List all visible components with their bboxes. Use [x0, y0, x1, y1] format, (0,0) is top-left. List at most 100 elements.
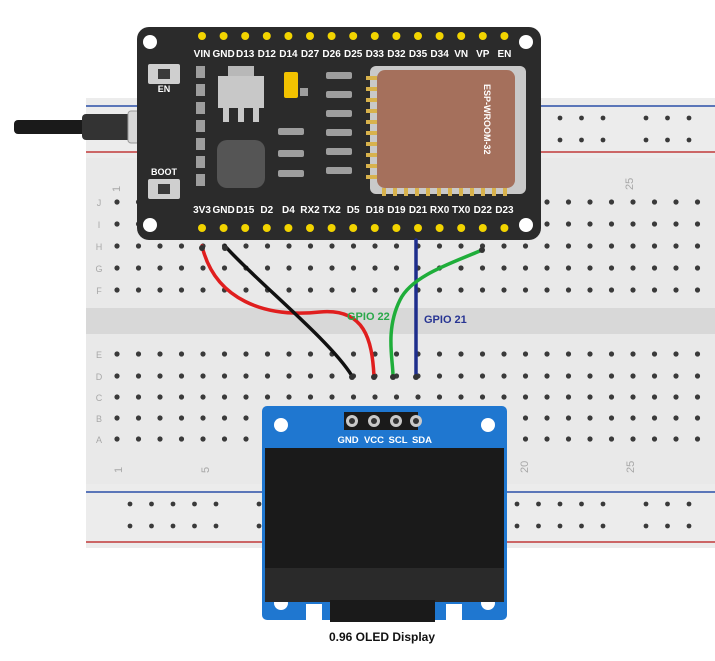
breadboard-hole	[458, 287, 464, 293]
breadboard-hole	[522, 351, 529, 357]
column-number-25-lower: 25	[625, 461, 637, 473]
breadboard-hole	[544, 415, 550, 421]
breadboard-hole	[114, 265, 120, 271]
breadboard-hole	[587, 351, 593, 357]
column-number-1-upper: 1	[111, 186, 123, 192]
breadboard-hole	[630, 221, 636, 227]
breadboard-hole	[415, 394, 421, 400]
breadboard-hole	[393, 265, 400, 271]
pin-vp-top	[478, 32, 487, 40]
bottom-pin-label: D4	[282, 205, 295, 216]
oled-screen-bottom	[265, 568, 504, 602]
breadboard-hole	[157, 351, 163, 357]
breadboard-hole	[479, 394, 486, 400]
top-pin-label: D33	[366, 49, 385, 60]
module-pad	[366, 109, 377, 113]
row-label: C	[96, 393, 103, 403]
power-rail-hole	[127, 523, 133, 529]
breadboard-hole	[114, 415, 120, 421]
usb-cable-cord	[14, 120, 96, 134]
top-pin-label: GND	[212, 49, 234, 60]
module-pad	[448, 188, 452, 196]
breadboard-hole	[565, 243, 572, 249]
breadboard-hole	[544, 265, 550, 271]
breadboard-hole	[587, 243, 593, 249]
oled-mounting-hole	[274, 418, 288, 432]
wire-end	[413, 374, 419, 380]
power-rail-hole	[600, 501, 606, 507]
breadboard-hole	[522, 415, 529, 421]
smd-part	[278, 128, 304, 135]
power-rail-hole	[686, 115, 692, 121]
breadboard-hole	[264, 394, 271, 400]
oled-pin-holes	[346, 415, 422, 427]
wire-end	[371, 374, 377, 380]
breadboard-hole	[178, 265, 185, 271]
power-rail-hole	[213, 501, 219, 507]
power-rail-hole	[192, 501, 197, 507]
module-pad	[366, 164, 377, 168]
wire-end	[199, 245, 205, 251]
power-rail-hole	[256, 501, 262, 507]
module-label: ESP-WROOM-32	[482, 84, 492, 155]
module-pad	[437, 188, 441, 196]
top-pin-label: D26	[322, 49, 341, 60]
oled-pin-hole	[371, 418, 377, 424]
oled-pin-hole	[413, 418, 419, 424]
row-label: F	[96, 286, 102, 296]
row-label: I	[98, 220, 101, 230]
breadboard-hole	[221, 436, 228, 442]
breadboard-hole	[458, 243, 464, 249]
wires	[199, 238, 485, 380]
breadboard-hole	[114, 351, 120, 357]
oled-screen	[265, 448, 504, 568]
power-rail-hole	[665, 137, 670, 143]
smd-resistor	[196, 138, 205, 150]
pin-vin-top	[198, 32, 206, 40]
pin-d12-top	[262, 32, 271, 40]
breadboard-hole	[286, 394, 292, 400]
pin-d32-top	[392, 32, 401, 40]
breadboard-hole	[651, 436, 658, 442]
pin-tx2-bottom	[327, 224, 336, 232]
smd-components	[196, 66, 352, 186]
breadboard-hole	[479, 351, 486, 357]
breadboard-hole	[673, 287, 679, 293]
breadboard-hole	[372, 265, 378, 271]
breadboard-hole	[651, 199, 658, 205]
smd-part	[326, 91, 352, 98]
breadboard-hole	[286, 287, 292, 293]
pin-d14-top	[284, 32, 293, 40]
breadboard-hole	[673, 394, 679, 400]
center-channel	[86, 308, 715, 334]
breadboard-hole	[221, 351, 228, 357]
pin-d4-bottom	[284, 224, 293, 232]
breadboard-hole	[651, 221, 658, 227]
breadboard-hole	[501, 265, 507, 271]
breadboard-hole	[608, 265, 615, 271]
gpio21-label: GPIO 21	[424, 314, 467, 326]
power-rail-hole	[536, 501, 541, 507]
breadboard-hole	[178, 415, 185, 421]
power-rail-hole	[213, 523, 219, 529]
breadboard-hole	[350, 243, 357, 249]
breadboard-hole	[178, 436, 185, 442]
breadboard-hole	[587, 199, 593, 205]
power-rail-hole	[557, 115, 563, 121]
wroom-module-shield	[377, 70, 515, 188]
power-rail-hole	[514, 501, 520, 507]
top-pin-label: EN	[497, 49, 511, 60]
breadboard-hole	[264, 373, 271, 379]
breadboard-hole	[630, 351, 636, 357]
yellow-capacitor	[284, 72, 298, 98]
breadboard-hole	[694, 394, 701, 400]
breadboard-hole	[587, 221, 593, 227]
power-rail-hole	[643, 137, 649, 143]
pin-rx2-bottom	[306, 224, 314, 232]
row-label: A	[96, 435, 102, 445]
breadboard-hole	[630, 287, 636, 293]
breadboard-hole	[372, 287, 378, 293]
breadboard-hole	[200, 394, 206, 400]
breadboard-hole	[307, 394, 314, 400]
breadboard-hole	[243, 415, 249, 421]
